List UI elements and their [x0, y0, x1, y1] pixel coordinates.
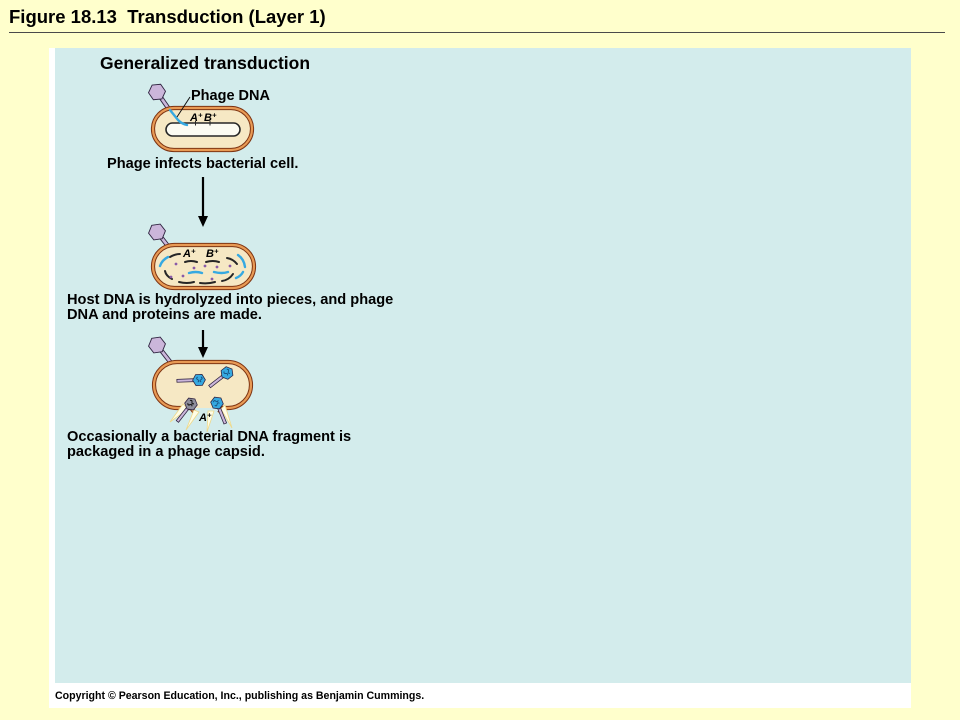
- step-1-caption: Phage infects bacterial cell.: [107, 157, 298, 172]
- arrow-head: [198, 216, 208, 227]
- step-1-infection: [145, 80, 255, 153]
- burst-ray: [220, 404, 233, 429]
- phage-dna-leader-line: [176, 96, 191, 118]
- burst-ray: [206, 410, 215, 433]
- host-dna-fragment: [221, 273, 234, 282]
- gene-label: A+: [199, 410, 212, 424]
- caption-line: Host DNA is hydrolyzed into pieces, and …: [67, 292, 394, 308]
- gene-label: A+: [183, 246, 196, 260]
- burst-ray: [169, 403, 189, 423]
- figure-heading: Generalized transduction: [100, 53, 311, 73]
- gene-name: B: [206, 248, 214, 260]
- gene-name: A: [190, 112, 198, 124]
- caption-line: packaged in a phage capsid.: [67, 444, 265, 460]
- gene-allele: +: [190, 246, 196, 256]
- phage-protein: [210, 277, 214, 281]
- step-3-packaging: [145, 333, 254, 433]
- step-3-caption: Occasionally a bacterial DNA fragment is…: [67, 430, 351, 460]
- host-dna-fragments: [164, 253, 238, 285]
- phage-dna-copies: [158, 253, 247, 280]
- gene-allele: +: [197, 110, 203, 120]
- host-dna-fragment: [169, 253, 181, 258]
- host-dna-fragment: [164, 270, 173, 280]
- host-dna-fragment: [226, 257, 238, 265]
- phage-proteins: [169, 262, 232, 281]
- slide-title: Figure 18.13 Transduction (Layer 1): [9, 6, 326, 27]
- phage-dna-copy: [236, 253, 247, 269]
- phage-dna-label: Phage DNA: [191, 88, 270, 104]
- cell-wall-inner: [151, 106, 254, 152]
- phage-protein: [192, 266, 196, 270]
- phage-protein: [181, 274, 185, 278]
- phage-protein: [228, 264, 232, 268]
- caption-line: DNA and proteins are made.: [67, 307, 262, 323]
- caption-line: Phage infects bacterial cell.: [107, 156, 299, 172]
- gene-label: A+: [190, 110, 203, 124]
- cell-wall-inner: [151, 243, 256, 290]
- gene-allele: +: [206, 410, 212, 420]
- host-dna-fragment: [199, 281, 216, 285]
- gene-label: B+: [206, 246, 219, 260]
- gene-name: B: [204, 112, 212, 124]
- arrow-head: [198, 347, 208, 358]
- gene-allele: +: [213, 246, 219, 256]
- bacterial-cell: [153, 245, 254, 288]
- arrow-step-1-to-2: [198, 177, 208, 227]
- phage-dna-copy: [158, 255, 170, 268]
- host-dna-fragment: [178, 281, 195, 284]
- gene-allele: +: [211, 110, 217, 120]
- phage-protein: [174, 262, 178, 266]
- phage-dna-copy: [187, 270, 204, 275]
- gene-name: A: [199, 412, 207, 424]
- caption-line: Occasionally a bacterial DNA fragment is: [67, 429, 352, 445]
- host-dna-fragment: [184, 260, 198, 263]
- phage-dna-copy: [212, 270, 230, 275]
- burst-ray: [185, 409, 200, 431]
- ruptured-cell-wall-inner: [152, 360, 253, 414]
- phage-protein: [215, 265, 219, 269]
- injected-phage-dna: [168, 108, 189, 127]
- title-divider: [9, 32, 945, 33]
- phage-protein: [203, 264, 207, 268]
- gene-name: A: [183, 248, 191, 260]
- phage-protein: [169, 275, 173, 279]
- host-dna-fragment: [205, 260, 220, 263]
- gene-label: B+: [204, 110, 217, 124]
- arrow-step-2-to-3: [198, 330, 208, 358]
- phage-dna-copy: [234, 270, 245, 280]
- step-2-caption: Host DNA is hydrolyzed into pieces, and …: [67, 293, 393, 323]
- step-2-replication: [145, 220, 257, 291]
- lysis-burst: [169, 403, 233, 433]
- copyright-notice: Copyright © Pearson Education, Inc., pub…: [55, 690, 425, 702]
- bacterial-chromosome: [165, 122, 241, 137]
